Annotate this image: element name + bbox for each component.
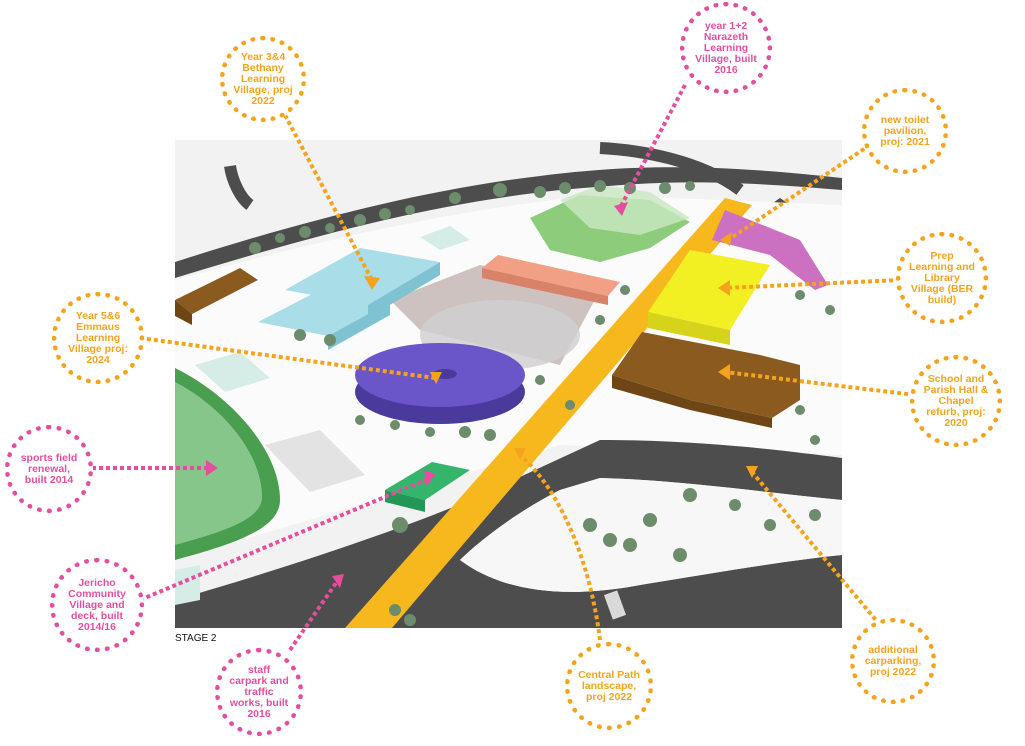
- leader-parish: [724, 370, 916, 397]
- callout-additional-carparking: additional carparking, proj 2022: [850, 618, 936, 704]
- callout-nazareth-text: year 1+2 Narazeth Learning Village, buil…: [695, 19, 757, 76]
- building-parish-side: [612, 375, 772, 428]
- stage-label: STAGE 2: [175, 633, 217, 644]
- callout-prep-text: Prep Learning and Library Village (BER b…: [909, 249, 975, 306]
- callout-bethany-text: Year 3&4 Bethany Learning Village, proj …: [233, 50, 293, 107]
- building-left-brown-side: [175, 300, 192, 325]
- arrow-parish: [718, 364, 730, 380]
- callout-jericho: Jericho Community Village and deck, buil…: [50, 558, 144, 652]
- road-marking: [603, 590, 627, 620]
- arrow-emmaus: [430, 372, 442, 384]
- building-bethany-b: [258, 290, 390, 336]
- site-model: [175, 140, 842, 628]
- arrow-staffcar: [332, 574, 344, 588]
- carpark-island: [460, 478, 842, 592]
- pad: [195, 352, 270, 392]
- pad: [175, 565, 200, 605]
- sports-field: [175, 382, 262, 545]
- leader-jericho: [139, 476, 431, 602]
- building-nazareth-canopy: [560, 185, 690, 235]
- building-jericho-side: [385, 490, 425, 512]
- building-parish-hall: [612, 332, 800, 418]
- building-bethany-side-b: [368, 262, 440, 318]
- building-prep: [648, 250, 770, 330]
- leader-bethany: [283, 114, 374, 281]
- callout-staff-carpark: staff carpark and traffic works, built 2…: [215, 648, 303, 736]
- arrow-jericho: [424, 470, 436, 486]
- top-road: [175, 167, 842, 278]
- callout-jericho-text: Jericho Community Village and deck, buil…: [68, 576, 126, 633]
- leader-prep: [724, 278, 901, 290]
- leader-emmaus: [139, 336, 436, 380]
- callout-emmaus-text: Year 5&6 Emmaus Learning Village proj: 2…: [68, 309, 128, 366]
- central-path: [345, 198, 752, 628]
- pad: [420, 226, 470, 250]
- leader-toilet: [726, 143, 872, 242]
- arrow-carpark: [746, 466, 758, 478]
- building-prep-side: [648, 312, 730, 345]
- arrow-bethany: [364, 276, 380, 290]
- leader-staffcar: [288, 578, 340, 652]
- arrow-central: [514, 448, 526, 460]
- callout-bethany: Year 3&4 Bethany Learning Village, proj …: [220, 36, 306, 122]
- callout-toilet-text: new toilet pavilion, proj: 2021: [880, 113, 930, 148]
- leader-lines: [92, 84, 916, 652]
- trees: [249, 180, 835, 626]
- leader-carpark: [750, 470, 882, 627]
- callout-prep: Prep Learning and Library Village (BER b…: [896, 232, 988, 324]
- building-left-brown: [175, 268, 258, 314]
- callout-central-path: Central Path landscape, proj 2022: [565, 642, 653, 730]
- arrow-nazareth: [614, 202, 628, 216]
- arrow-sports: [206, 460, 218, 476]
- arrowheads: [206, 202, 758, 588]
- leader-central: [518, 453, 602, 641]
- callout-central-text: Central Path landscape, proj 2022: [578, 668, 640, 703]
- top-right-road: [599, 142, 744, 195]
- building-salmon-side: [482, 268, 608, 305]
- top-road-spur: [224, 164, 254, 210]
- callout-emmaus: Year 5&6 Emmaus Learning Village proj: 2…: [52, 292, 144, 384]
- callout-nazareth: year 1+2 Narazeth Learning Village, buil…: [680, 2, 772, 94]
- building-salmon: [482, 255, 620, 296]
- arrow-prep: [718, 280, 730, 296]
- callout-parish-hall: School and Parish Hall & Chapel refurb, …: [910, 355, 1002, 447]
- callout-toilet-pavilion: new toilet pavilion, proj: 2021: [862, 88, 948, 174]
- callout-sports-field: sports field renewal, built 2014: [5, 425, 93, 513]
- callout-carpark-text: additional carparking, proj 2022: [864, 643, 922, 678]
- callout-staffcar-text: staff carpark and traffic works, built 2…: [229, 663, 289, 720]
- callout-sports-text: sports field renewal, built 2014: [20, 451, 78, 486]
- arrow-toilet: [720, 232, 732, 246]
- pad: [265, 430, 365, 492]
- leader-nazareth: [618, 84, 687, 209]
- callout-parish-text: School and Parish Hall & Chapel refurb, …: [923, 372, 989, 429]
